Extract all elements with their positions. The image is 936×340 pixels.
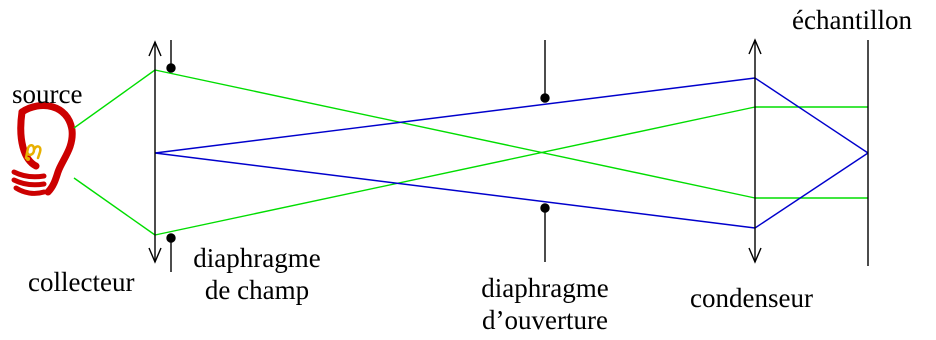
field-rays [73, 69, 868, 236]
aperture-rays [154, 77, 869, 229]
field-diaphragm-label: diaphragme de champ [182, 242, 332, 306]
lamp-icon [11, 102, 76, 196]
condenser-lens [748, 38, 762, 264]
field-diaphragm-label-line2: de champ [204, 275, 310, 305]
collector-label: collecteur [28, 267, 135, 297]
sample-label: échantillon [792, 5, 912, 35]
aperture-diaphragm-label-line2: d’ouverture [482, 305, 608, 335]
condenser-label: condenseur [690, 283, 813, 313]
source-label: source [12, 79, 83, 109]
collector-lens [148, 40, 162, 264]
aperture-diaphragm-label: diaphragme d’ouverture [455, 272, 635, 336]
aperture-diaphragm-label-line1: diaphragme [481, 273, 609, 303]
field-diaphragm-label-line1: diaphragme [193, 243, 321, 273]
field-diaphragm [166, 40, 176, 272]
aperture-diaphragm [540, 40, 550, 262]
